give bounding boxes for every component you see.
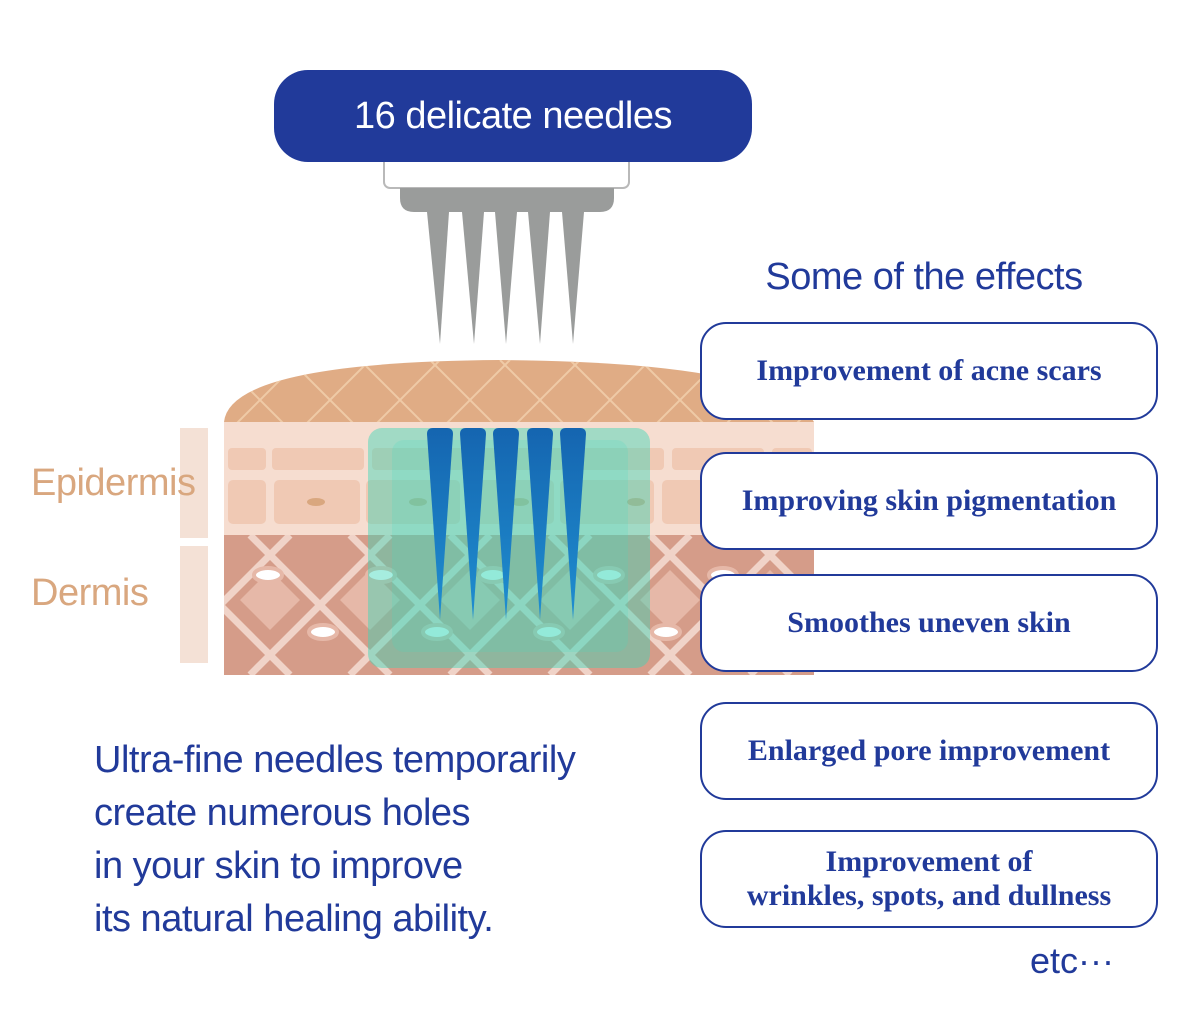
epidermis-label: Epidermis xyxy=(31,462,196,504)
effect-text: Improving skin pigmentation xyxy=(741,484,1117,517)
effects-heading: Some of the effects xyxy=(765,256,1083,298)
effect-text: Improvement of acne scars xyxy=(756,354,1102,387)
microneedle-device xyxy=(383,149,630,344)
description: Ultra-fine needles temporarily create nu… xyxy=(94,734,614,946)
etc-label: etc··· xyxy=(1030,940,1114,981)
device-needles xyxy=(427,212,584,344)
needle-count-label: 16 delicate needles xyxy=(274,70,752,162)
description-line: in your skin to improve xyxy=(94,845,463,887)
layer-brackets xyxy=(180,428,208,663)
effect-acne-scars: Improvement of acne scars xyxy=(700,322,1158,420)
description-line: its natural healing ability. xyxy=(94,898,494,940)
effect-text-line-1: Improvement of xyxy=(825,845,1033,878)
effect-text-line-2: wrinkles, spots, and dullness xyxy=(746,879,1112,912)
effect-text: Enlarged pore improvement xyxy=(747,734,1111,767)
skin-cross-section xyxy=(224,360,814,675)
penetrating-needles xyxy=(427,428,586,620)
effect-uneven-skin: Smoothes uneven skin xyxy=(700,574,1158,672)
description-line: Ultra-fine needles temporarily xyxy=(94,739,576,781)
effect-wrinkles: Improvement of wrinkles, spots, and dull… xyxy=(700,830,1158,928)
effect-text: Smoothes uneven skin xyxy=(787,606,1071,639)
effect-pore: Enlarged pore improvement xyxy=(700,702,1158,800)
description-line: create numerous holes xyxy=(94,792,471,834)
dermis-label: Dermis xyxy=(31,572,149,614)
effect-pigmentation: Improving skin pigmentation xyxy=(700,452,1158,550)
